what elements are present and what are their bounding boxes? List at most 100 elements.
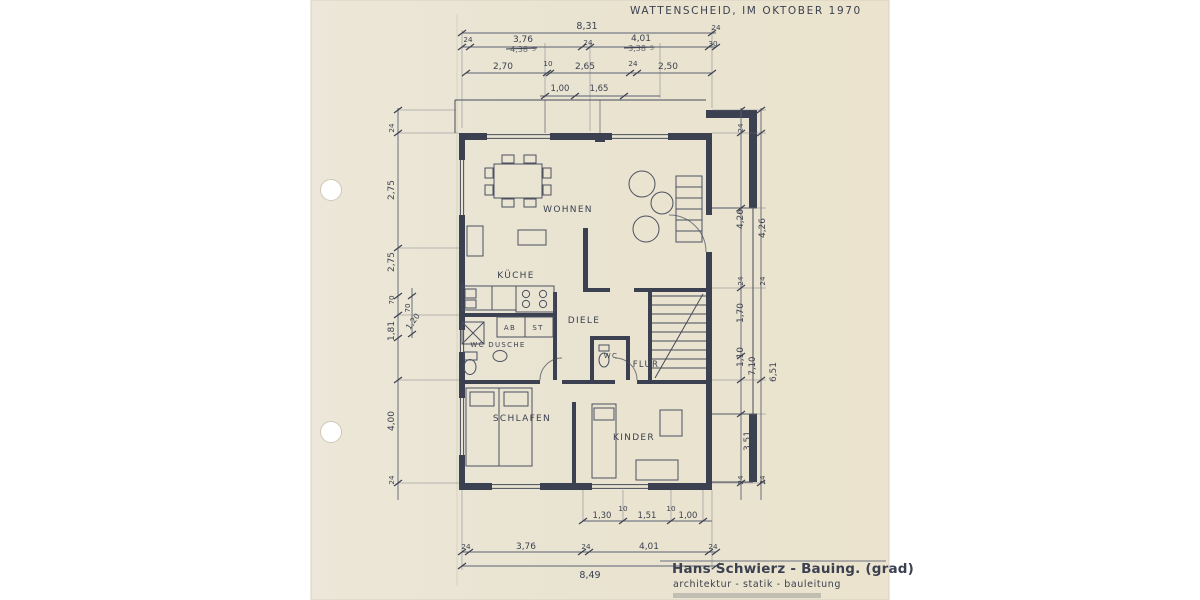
dim-row4-b: 1,65 bbox=[590, 84, 609, 94]
staircase bbox=[652, 293, 706, 379]
room-label-wohnen: WOHNEN bbox=[543, 205, 593, 215]
outer-walls bbox=[459, 133, 712, 490]
bedroom-furniture bbox=[465, 387, 683, 481]
stair-direction-line bbox=[654, 293, 704, 379]
dim-left-24-top: 24 bbox=[387, 123, 396, 133]
dim-bot-100: 1,00 bbox=[679, 511, 698, 521]
kitchen-stove bbox=[515, 285, 555, 313]
dim-right-651: 6,51 bbox=[769, 362, 779, 382]
dim-right-170: 1,70 bbox=[736, 303, 746, 323]
sofa bbox=[517, 229, 547, 246]
dim-right-110: 1,10 bbox=[736, 347, 746, 367]
round-table bbox=[632, 215, 660, 243]
closet-st bbox=[524, 316, 554, 338]
dim-bot2-24-c: 24 bbox=[708, 542, 718, 551]
dim-row2-b-sup: 5 bbox=[650, 44, 654, 52]
door-swing-arc bbox=[668, 214, 707, 253]
room-label-kueche: KÜCHE bbox=[497, 270, 535, 281]
dining-table bbox=[493, 163, 543, 199]
round-table bbox=[650, 191, 674, 215]
dim-bot-151: 1,51 bbox=[638, 511, 657, 521]
dim-bot-10-b: 10 bbox=[666, 504, 676, 513]
architect-profession: architektur - statik - bauleitung bbox=[673, 579, 841, 590]
room-label-diele: DIELE bbox=[568, 316, 600, 326]
living-room-furniture bbox=[466, 154, 703, 257]
dim-bot-10-a: 10 bbox=[618, 504, 628, 513]
dim-right-24-mid-a: 24 bbox=[736, 276, 745, 286]
room-label-schlafen: SCHLAFEN bbox=[493, 414, 551, 424]
dim-right-710: 7,10 bbox=[748, 357, 758, 376]
architect-signature: Hans Schwierz - Bauing. (grad) bbox=[672, 561, 914, 577]
dim-right-351: 3,51 bbox=[743, 431, 753, 451]
room-label-flur: FLUR bbox=[633, 360, 660, 370]
strike-line bbox=[505, 47, 538, 50]
dim-left-275-a: 2,75 bbox=[387, 180, 397, 200]
dim-row2-end: 30 bbox=[708, 39, 718, 48]
dim-top-24-left: 24 bbox=[463, 35, 473, 44]
cupboard bbox=[659, 409, 683, 437]
room-label-st: ST bbox=[532, 324, 543, 332]
child-bed bbox=[591, 403, 617, 479]
dimensions-right: 24 4,26 4,26 24 24 1,70 1,10 7,10 6,51 3… bbox=[736, 123, 779, 485]
dim-row2-b: 4,01 bbox=[631, 34, 651, 44]
dim-row3-g2: 24 bbox=[628, 59, 638, 68]
dim-right-24-mid-b: 24 bbox=[758, 276, 767, 286]
dim-bot2-24-b: 24 bbox=[581, 542, 591, 551]
dim-top-total: 8,31 bbox=[576, 21, 597, 32]
dim-row3-a: 2,70 bbox=[493, 62, 513, 72]
dim-left-70-b: 70 bbox=[403, 303, 412, 313]
drawing-title: WATTENSCHEID, IM OKTOBER 1970 bbox=[630, 5, 862, 17]
dimensions-bottom: 10 10 1,30 1,51 1,00 24 3,76 24 4,01 24 … bbox=[461, 504, 718, 581]
dim-row2-a: 3,76 bbox=[513, 35, 533, 45]
dim-right-24-bot-b: 24 bbox=[758, 475, 767, 485]
dim-bot2-376: 3,76 bbox=[516, 542, 536, 552]
kitchen-fixtures bbox=[461, 285, 555, 338]
shower bbox=[461, 321, 485, 345]
dim-bot-total: 8,49 bbox=[579, 570, 600, 581]
dim-right-426-a: 4,26 bbox=[736, 209, 746, 229]
bathroom-fixtures bbox=[461, 321, 610, 375]
dim-right-426-b: 4,26 bbox=[758, 218, 768, 238]
dim-bot2-24-a: 24 bbox=[461, 542, 471, 551]
dim-left-70-a: 70 bbox=[387, 295, 396, 305]
dim-top-24-right: 24 bbox=[711, 23, 721, 32]
room-label-wc-dusche: WC DUSCHE bbox=[470, 341, 525, 349]
sofa bbox=[466, 225, 484, 257]
dim-bot2-401: 4,01 bbox=[639, 542, 659, 552]
wc-cistern bbox=[598, 344, 610, 352]
room-label-kinder: KINDER bbox=[613, 433, 655, 443]
room-labels: WOHNEN KÜCHE DIELE AB ST WC DUSCHE WC FL… bbox=[470, 205, 660, 443]
dim-row3-b: 2,65 bbox=[575, 62, 595, 72]
dim-row3-g1: 10 bbox=[543, 59, 553, 68]
hole-punch-bottom bbox=[320, 421, 342, 443]
door-swing-arc bbox=[614, 357, 638, 381]
dim-right-24-bot-a: 24 bbox=[736, 475, 745, 485]
hole-punch-top bbox=[320, 179, 342, 201]
dimensions-top: 8,31 24 24 3,76 4,38 5 24 4,01 3,38 5 30… bbox=[463, 21, 721, 94]
dim-left-181: 1,81 bbox=[387, 321, 397, 341]
wc-toilet bbox=[598, 352, 610, 368]
room-label-ab: AB bbox=[504, 324, 516, 332]
dim-right-24-top: 24 bbox=[736, 123, 745, 133]
clipped-text-line bbox=[673, 593, 821, 598]
extension-lines bbox=[398, 28, 766, 570]
room-label-wc: WC bbox=[604, 352, 618, 360]
dim-row2-a-sup: 5 bbox=[532, 45, 536, 53]
desk bbox=[635, 459, 679, 481]
dim-row2-a-old: 4,38 bbox=[510, 45, 528, 54]
dim-row2-b-old: 3,38 bbox=[628, 44, 646, 53]
toilet bbox=[463, 359, 477, 375]
door-swing-arc bbox=[539, 357, 563, 381]
dim-row4-a: 1,00 bbox=[551, 84, 570, 94]
chimney-block bbox=[595, 133, 605, 142]
dim-row3-c: 2,50 bbox=[658, 62, 678, 72]
interior-walls bbox=[459, 133, 706, 483]
round-table bbox=[628, 170, 656, 198]
strike-line bbox=[623, 46, 656, 49]
dim-left-24-bot: 24 bbox=[387, 475, 396, 485]
washbasin bbox=[492, 350, 508, 362]
dim-bot-130: 1,30 bbox=[593, 511, 612, 521]
dim-left-275-b: 2,75 bbox=[387, 252, 397, 272]
